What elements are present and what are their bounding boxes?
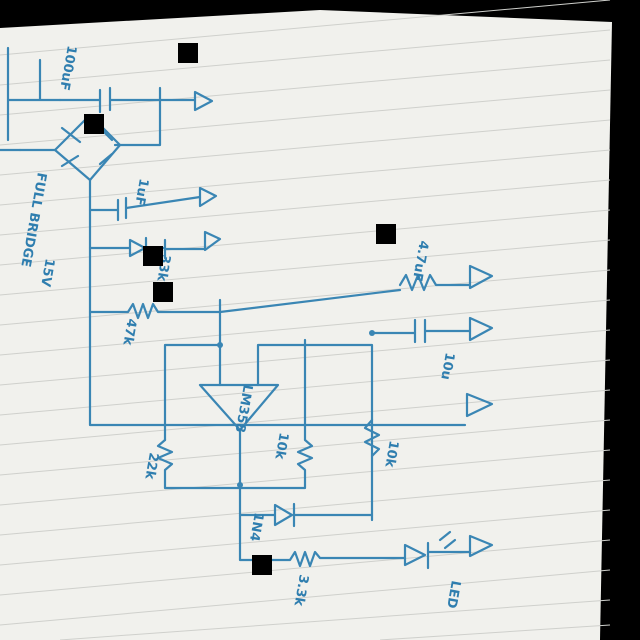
opamp-input-wires (163, 298, 222, 442)
redaction-1 (178, 43, 198, 63)
junction-1 (217, 342, 223, 348)
resistor-right (363, 418, 381, 458)
paper-sheet (0, 10, 612, 640)
ground-arrow-5 (468, 316, 494, 342)
resistors-lower-left (156, 418, 314, 490)
cap-top-wires (58, 86, 197, 114)
output-arrow (465, 392, 494, 418)
ground-arrow-2 (198, 186, 218, 208)
resistor-right-top (398, 273, 472, 292)
led-branch (238, 513, 472, 570)
junction-2 (369, 330, 375, 336)
label-led: LED (443, 579, 463, 609)
ground-arrow-1 (193, 90, 214, 112)
right-network (256, 318, 472, 522)
label-res-right: 10k (381, 439, 400, 468)
label-res-left: 47k (119, 317, 138, 346)
ground-arrow-3 (203, 230, 222, 252)
bridge-diodes (60, 126, 114, 168)
ground-arrow-4 (468, 264, 494, 290)
input-wires (0, 46, 62, 152)
label-cap-right: 10u (437, 351, 457, 381)
main-rail (88, 178, 467, 427)
opamp-symbol (198, 383, 280, 432)
label-res-bottom: 3.3k (290, 573, 310, 607)
redaction-2 (84, 114, 104, 134)
label-res-bottom-left: 22k (141, 451, 160, 480)
led-rays (438, 530, 457, 550)
junction-3 (237, 482, 243, 488)
redaction-6 (252, 555, 272, 575)
label-res-mid: 10k (271, 431, 290, 460)
diode-branch (238, 428, 374, 528)
bridge-return (113, 98, 162, 147)
label-cap-mid: 1uF (131, 177, 150, 206)
label-diode: 1N4 (246, 511, 266, 542)
label-gnd: 15V (37, 257, 57, 287)
redaction-5 (153, 282, 173, 302)
redaction-3 (376, 224, 396, 244)
cap-mid-wires (88, 195, 202, 222)
resistor-upper-path (88, 288, 402, 320)
ground-arrow-6 (468, 534, 494, 558)
label-res-right-top: 4.7uF (409, 239, 431, 282)
redaction-4 (143, 246, 163, 266)
